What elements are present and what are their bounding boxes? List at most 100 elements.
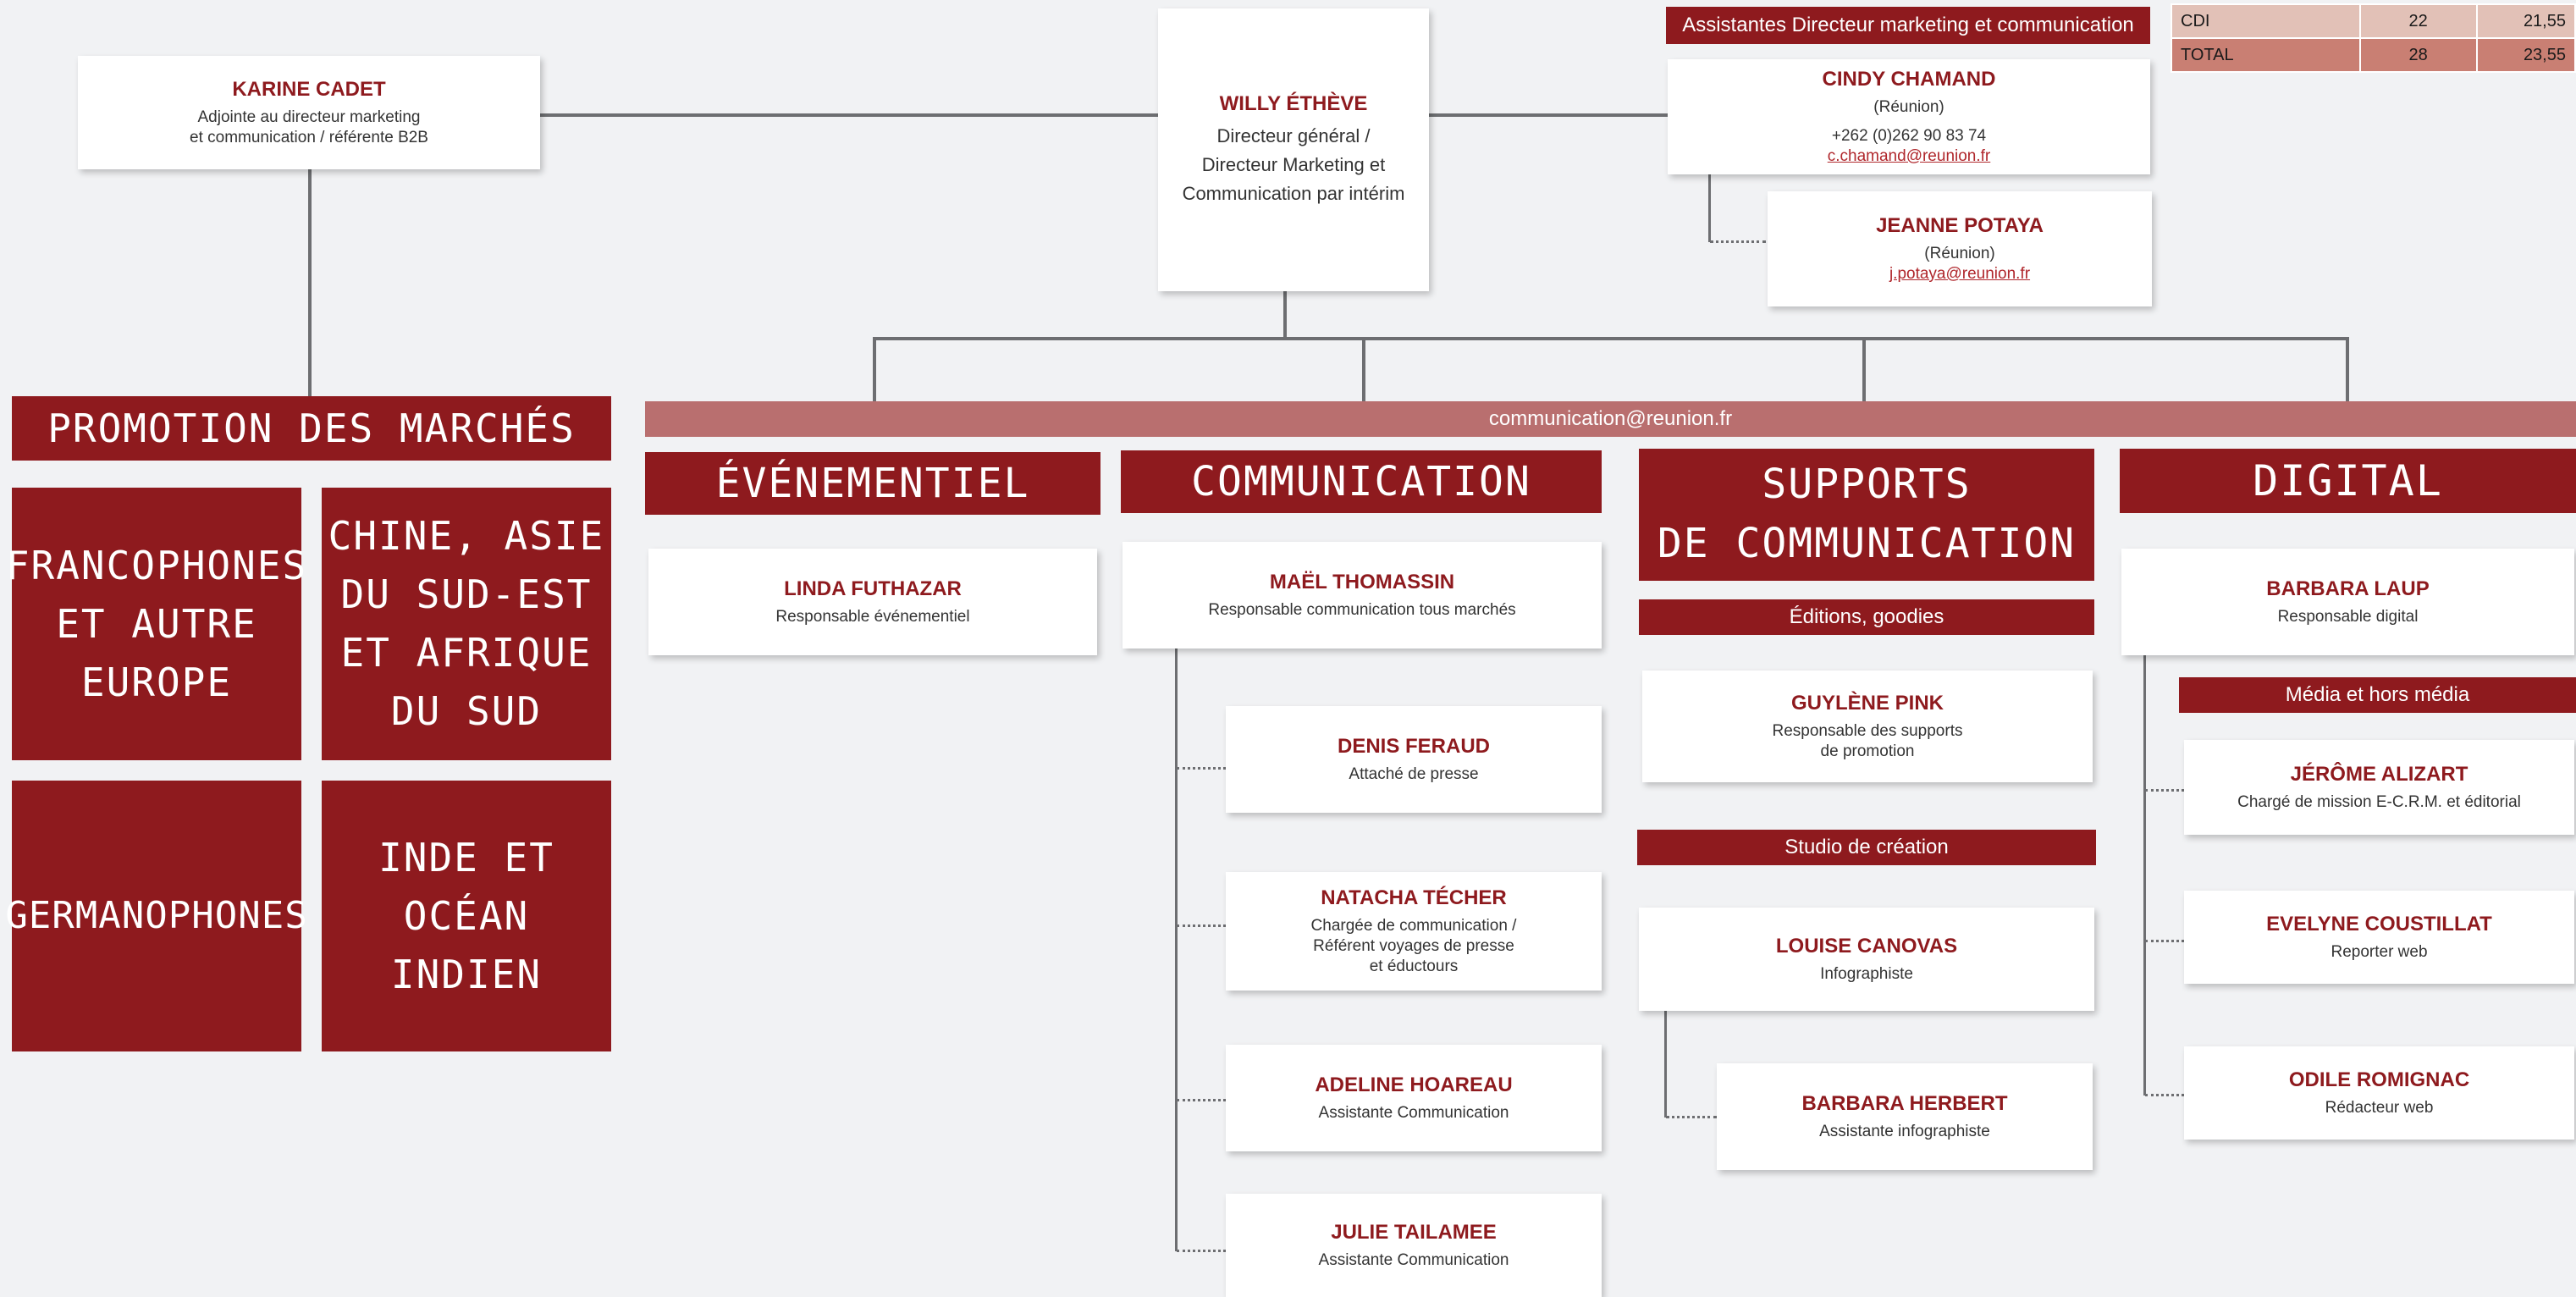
person-email-link[interactable]: c.chamand@reunion.fr [1827, 146, 1991, 165]
connector-line [1862, 337, 1866, 401]
connector-line [873, 337, 2349, 340]
person-role: Référent voyages de presse [1313, 937, 1514, 956]
connector-dotted [2145, 940, 2184, 942]
person-name: DENIS FERAUD [1337, 735, 1490, 759]
promotion-header: PROMOTION DES MARCHÉS [12, 396, 611, 461]
connector-line [873, 337, 876, 401]
assistant-card-cindy: CINDY CHAMAND (Réunion) +262 (0)262 90 8… [1668, 59, 2150, 174]
table-cell-value: 22 [2358, 3, 2478, 39]
person-role: Responsable digital [2277, 608, 2419, 626]
connector-dotted [1177, 924, 1226, 927]
market-block-germanophones: GERMANOPHONES [5, 781, 307, 1051]
table-cell-value: 28 [2358, 37, 2478, 73]
person-location: (Réunion) [1873, 98, 1944, 117]
person-role: Chargé de mission E-C.R.M. et éditorial [2237, 793, 2521, 812]
market-line: GERMANOPHONES [5, 894, 308, 937]
digital-member-card: JÉRÔME ALIZART Chargé de mission E-C.R.M… [2184, 740, 2574, 835]
person-role: de promotion [1820, 742, 1915, 760]
connector-line [1283, 291, 1287, 339]
assistant-card-jeanne: JEANNE POTAYA (Réunion) j.potaya@reunion… [1768, 191, 2152, 306]
table-row: TOTAL 28 23,55 [2171, 37, 2576, 73]
connector-dotted [1177, 767, 1226, 770]
communication-member-card: NATACHA TÉCHER Chargée de communication … [1226, 872, 1602, 991]
person-email-link[interactable]: j.potaya@reunion.fr [1889, 265, 2031, 283]
person-role: Chargée de communication / [1310, 917, 1517, 935]
director-card: WILLY ÉTHÈVE Directeur général / Directe… [1158, 8, 1429, 291]
person-role: Assistante infographiste [1819, 1123, 1990, 1141]
table-cell-label: CDI [2171, 3, 2361, 39]
market-line: ET AUTRE [56, 600, 257, 647]
person-role: Responsable des supports [1772, 722, 1963, 741]
person-role: Adjointe au directeur marketing [197, 108, 421, 127]
market-line: INDE ET [378, 834, 554, 880]
person-name: LINDA FUTHAZAR [784, 577, 962, 601]
person-name: WILLY ÉTHÈVE [1219, 91, 1368, 115]
digital-member-card: EVELYNE COUSTILLAT Reporter web [2184, 891, 2574, 984]
connector-line [2346, 337, 2349, 401]
person-role: Responsable communication tous marchés [1208, 601, 1516, 620]
person-name: LOUISE CANOVAS [1775, 935, 1958, 958]
table-row: CDI 22 21,55 [2171, 3, 2576, 39]
communication-member-card: JULIE TAILAMEE Assistante Communication [1226, 1194, 1602, 1297]
person-name: CINDY CHAMAND [1822, 68, 1996, 91]
events-header: ÉVÉNEMENTIEL [645, 452, 1100, 515]
connector-dotted [1710, 240, 1766, 243]
person-role: Assistante Communication [1318, 1251, 1509, 1270]
market-line: DU SUD-EST [340, 571, 593, 617]
supports-header-line: DE COMMUNICATION [1657, 520, 2077, 567]
market-line: DU SUD [390, 688, 543, 734]
person-role: et communication / référente B2B [190, 129, 428, 146]
person-name: EVELYNE COUSTILLAT [2266, 913, 2492, 936]
person-phone: +262 (0)262 90 83 74 [1831, 127, 1987, 146]
person-role: Directeur général / Directeur Marketing … [1182, 124, 1405, 205]
market-line: EUROPE [80, 659, 233, 705]
communication-head-card: MAËL THOMASSIN Responsable communication… [1123, 542, 1602, 648]
editions-label: Éditions, goodies [1639, 599, 2094, 635]
assistants-label: Assistantes Directeur marketing et commu… [1666, 7, 2150, 44]
person-name: ODILE ROMIGNAC [2288, 1068, 2470, 1092]
person-name: JEANNE POTAYA [1876, 214, 2044, 238]
person-name: GUYLÈNE PINK [1790, 692, 1944, 715]
connector-line [538, 113, 1668, 117]
communication-header: COMMUNICATION [1121, 450, 1602, 513]
stats-table: CDI 22 21,55 TOTAL 28 23,55 [2171, 3, 2576, 73]
person-role: Infographiste [1820, 965, 1913, 984]
market-line: OCÉAN INDIEN [390, 892, 543, 997]
connector-line [1175, 648, 1178, 1251]
market-block-chine-asie: CHINE, ASIE DU SUD-EST ET AFRIQUE DU SUD [322, 488, 611, 760]
person-name: JÉRÔME ALIZART [2290, 763, 2468, 786]
digital-head-card: BARBARA LAUP Responsable digital [2121, 549, 2574, 655]
person-role: Reporter web [2331, 943, 2428, 962]
market-block-francophones: FRANCOPHONES ET AUTRE EUROPE [6, 488, 306, 760]
person-role: et éductours [1369, 957, 1459, 975]
communication-member-card: ADELINE HOAREAU Assistante Communication [1226, 1045, 1602, 1151]
studio-assistant-card: BARBARA HERBERT Assistante infographiste [1717, 1063, 2093, 1170]
connector-line [308, 169, 312, 396]
connector-line [2143, 655, 2146, 1096]
communication-member-card: DENIS FERAUD Attaché de presse [1226, 706, 1602, 813]
table-cell-label: TOTAL [2171, 37, 2361, 73]
events-head-card: LINDA FUTHAZAR Responsable événementiel [648, 549, 1097, 655]
digital-member-card: ODILE ROMIGNAC Rédacteur web [2184, 1046, 2574, 1140]
communication-email[interactable]: communication@reunion.fr [1488, 407, 1733, 430]
connector-line [1362, 337, 1365, 401]
market-line: ET AFRIQUE [340, 630, 593, 676]
person-role: Rédacteur web [2325, 1099, 2434, 1118]
connector-line [1664, 1009, 1667, 1118]
editions-card: GUYLÈNE PINK Responsable des supports de… [1642, 671, 2093, 782]
digital-header: DIGITAL [2120, 449, 2576, 513]
deputy-card: KARINE CADET Adjointe au directeur marke… [78, 56, 540, 169]
person-name: MAËL THOMASSIN [1269, 571, 1455, 594]
market-line: FRANCOPHONES [5, 542, 308, 588]
studio-lead-card: LOUISE CANOVAS Infographiste [1639, 908, 2094, 1011]
table-cell-value: 23,55 [2475, 37, 2576, 73]
media-label: Média et hors média [2179, 677, 2576, 713]
person-name: ADELINE HOAREAU [1315, 1073, 1513, 1097]
person-role: Attaché de presse [1349, 765, 1479, 784]
connector-line [1708, 174, 1711, 242]
studio-label: Studio de création [1637, 830, 2096, 865]
person-name: BARBARA HERBERT [1801, 1092, 2008, 1116]
connector-dotted [1177, 1099, 1226, 1101]
table-cell-value: 21,55 [2475, 3, 2576, 39]
person-name: JULIE TAILAMEE [1331, 1221, 1497, 1245]
